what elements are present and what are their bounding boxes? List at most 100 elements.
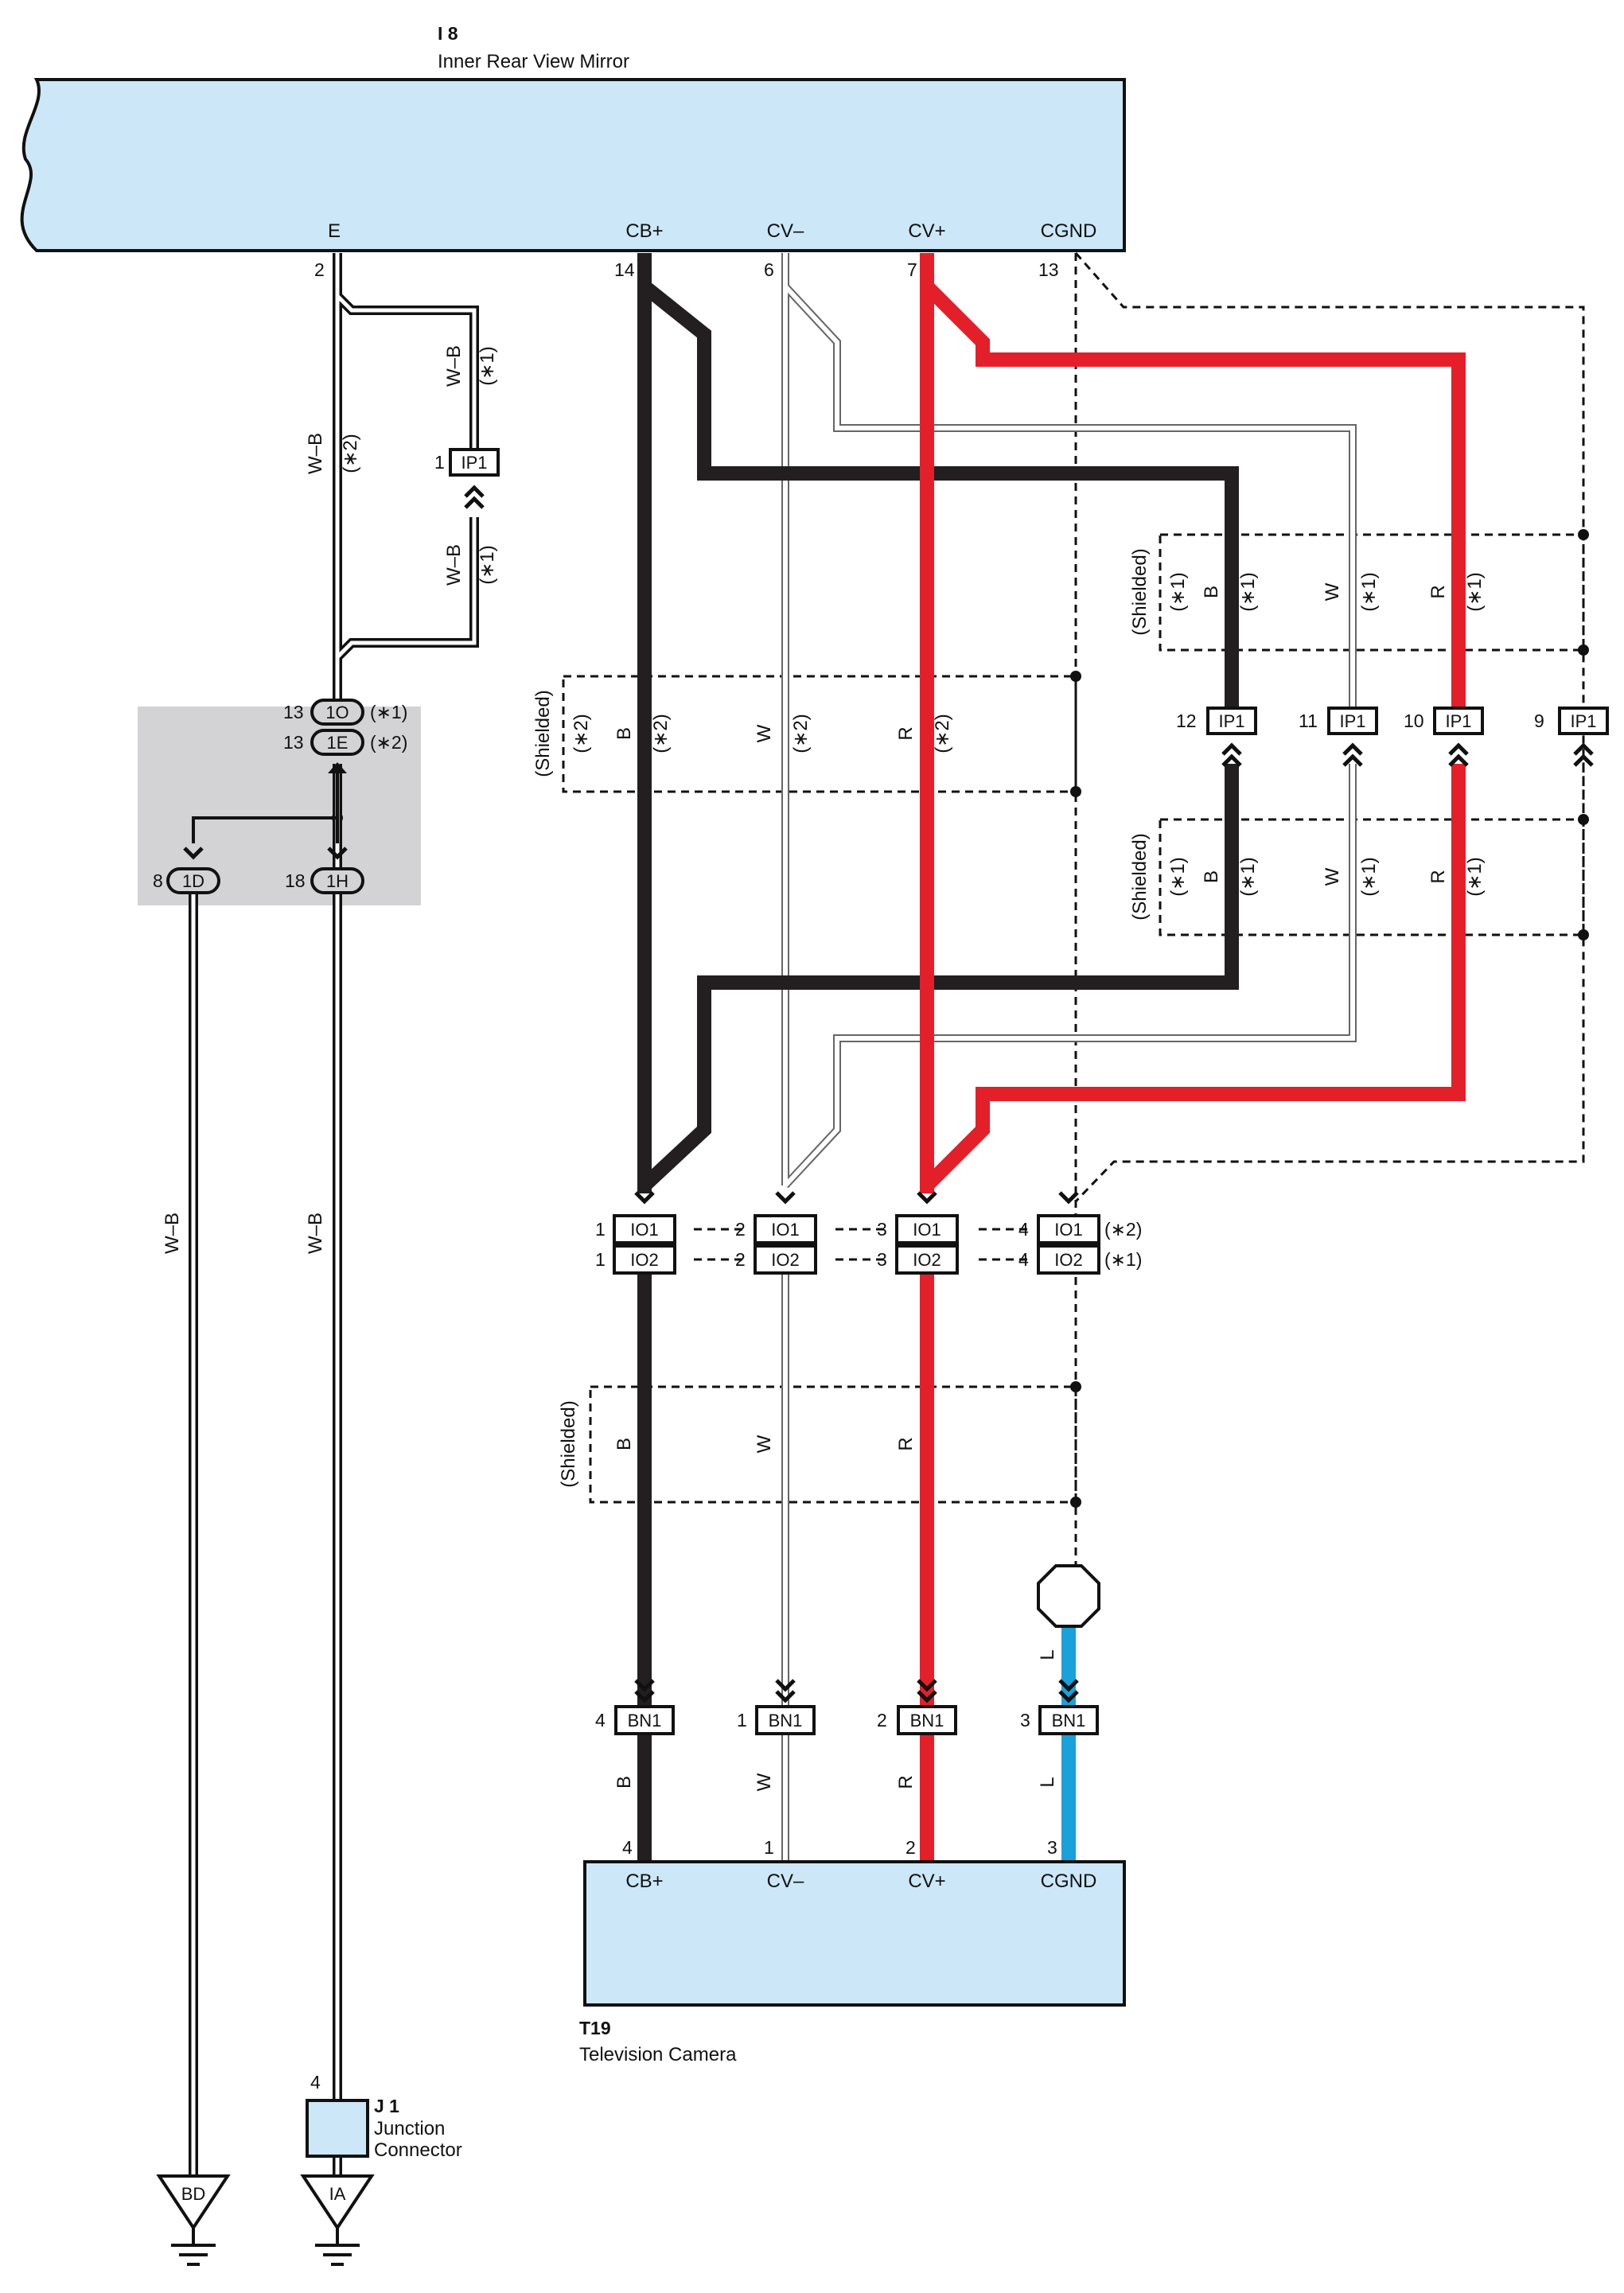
svg-text:4: 4 [310,2072,321,2093]
pin-e: 2 [314,259,325,280]
svg-text:IO1: IO1 [630,1220,658,1240]
svg-text:BN1: BN1 [769,1711,803,1730]
svg-text:Junction: Junction [374,2118,445,2139]
conn-1e: 1E [327,733,349,753]
ip1-bypass-connector: IP1 1 [434,448,500,508]
svg-text:(∗2): (∗2) [340,434,361,473]
svg-text:2: 2 [735,1249,746,1270]
svg-text:B: B [1201,586,1222,598]
svg-text:IO2: IO2 [771,1250,799,1270]
svg-text:10: 10 [1404,710,1424,731]
junction-connector: 4 J 1 Junction Connector [306,2072,462,2161]
pin-cv-minus: 6 [764,259,774,280]
ip1-connectors: IP1 12 IP1 11 IP1 10 IP1 9 [1176,707,1609,765]
svg-text:1: 1 [434,452,445,473]
svg-text:W–B: W–B [443,345,465,387]
svg-text:W: W [754,724,775,742]
svg-text:(∗1): (∗1) [1358,572,1380,611]
mirror-name: Inner Rear View Mirror [438,51,629,72]
wires [189,253,1585,2176]
mirror-id: I 8 [438,23,458,44]
svg-text:R: R [1427,870,1449,883]
svg-text:B: B [613,727,635,740]
svg-text:9: 9 [1534,710,1544,731]
svg-text:BN1: BN1 [910,1711,944,1730]
svg-text:(∗1): (∗1) [1167,572,1189,611]
svg-text:13: 13 [283,702,304,722]
terminal-cv-minus: CV– [767,220,804,242]
svg-text:2: 2 [877,1710,887,1730]
svg-text:IO1: IO1 [771,1220,799,1240]
svg-text:1: 1 [595,1219,606,1240]
svg-text:W: W [1322,582,1343,601]
svg-text:CGND: CGND [1041,1871,1097,1892]
svg-text:BD: BD [181,2184,206,2204]
pin-cb-plus: 14 [614,259,635,280]
svg-text:11: 11 [1299,710,1318,731]
shield-lines [562,252,1585,1607]
svg-text:W: W [1322,867,1343,886]
conn-1o: 1O [325,703,349,722]
svg-text:B: B [613,1776,635,1789]
svg-text:J 1: J 1 [374,2096,399,2116]
svg-text:4: 4 [595,1710,606,1730]
svg-text:(∗1): (∗1) [370,702,407,722]
svg-text:(∗1): (∗1) [1167,857,1189,896]
b-wire [637,253,1239,1862]
svg-text:(∗1): (∗1) [1237,572,1259,611]
svg-text:(∗1): (∗1) [477,545,498,584]
svg-text:CB+: CB+ [625,1871,663,1892]
svg-text:(∗1): (∗1) [477,346,498,385]
svg-text:(∗2): (∗2) [571,714,592,753]
svg-text:1: 1 [737,1710,747,1730]
ground-connectors: 1O 13 (∗1) 1E 13 (∗2) 1D 8 1H 18 [153,699,407,894]
ground-bd: BD [156,2174,231,2266]
svg-text:1: 1 [764,1837,774,1858]
camera-name: Television Camera [579,2044,737,2065]
terminal-cgnd: CGND [1041,220,1097,242]
svg-text:IP1: IP1 [1218,711,1244,731]
svg-text:13: 13 [283,732,304,753]
svg-text:3: 3 [1020,1710,1030,1730]
pin-cv-plus: 7 [907,259,917,280]
svg-text:Connector: Connector [374,2139,462,2161]
svg-text:4: 4 [1018,1249,1029,1270]
svg-text:CV–: CV– [767,1871,804,1892]
svg-text:4: 4 [622,1837,633,1858]
svg-text:CV+: CV+ [908,1871,945,1892]
shield-ground-octagon [1037,1564,1100,1628]
svg-text:2: 2 [735,1219,746,1240]
svg-text:W: W [754,1435,775,1453]
svg-text:R: R [895,1437,917,1450]
svg-text:3: 3 [877,1219,887,1240]
svg-text:(∗2): (∗2) [370,732,407,753]
svg-text:W–B: W–B [305,1213,326,1254]
svg-text:B: B [613,1438,635,1450]
conn-1d: 1D [182,871,204,891]
svg-text:L: L [1037,1777,1058,1787]
wb-wires [189,253,479,2176]
svg-text:(∗2): (∗2) [650,714,672,753]
svg-text:IP1: IP1 [1445,711,1471,731]
conn-1h: 1H [326,871,349,891]
io-connectors: IO1 IO2 IO1 IO2 IO1 IO2 IO1 IO2 1 1 2 2 … [595,1193,1142,1275]
w-wire [781,253,1357,1862]
svg-text:W–B: W–B [162,1213,183,1254]
svg-text:BN1: BN1 [1052,1711,1086,1730]
svg-text:(∗2): (∗2) [790,714,812,753]
terminal-cv-plus: CV+ [908,220,945,242]
svg-text:B: B [1201,870,1222,883]
svg-text:L: L [1037,1649,1058,1660]
svg-text:IO2: IO2 [1054,1250,1082,1270]
svg-text:IO2: IO2 [630,1250,658,1270]
svg-text:IP1: IP1 [461,453,487,473]
television-camera: CB+ CV– CV+ CGND 4 1 2 3 T19 Television … [579,1837,1126,2065]
svg-text:BN1: BN1 [628,1711,662,1730]
svg-text:(∗1): (∗1) [1237,857,1259,896]
terminal-cb-plus: CB+ [625,220,663,242]
svg-text:(∗1): (∗1) [1358,857,1380,896]
bn1-connectors: BN1 BN1 BN1 BN1 4 1 2 3 [595,1680,1099,1735]
terminal-e: E [328,220,341,242]
pin-cgnd: 13 [1038,259,1059,280]
